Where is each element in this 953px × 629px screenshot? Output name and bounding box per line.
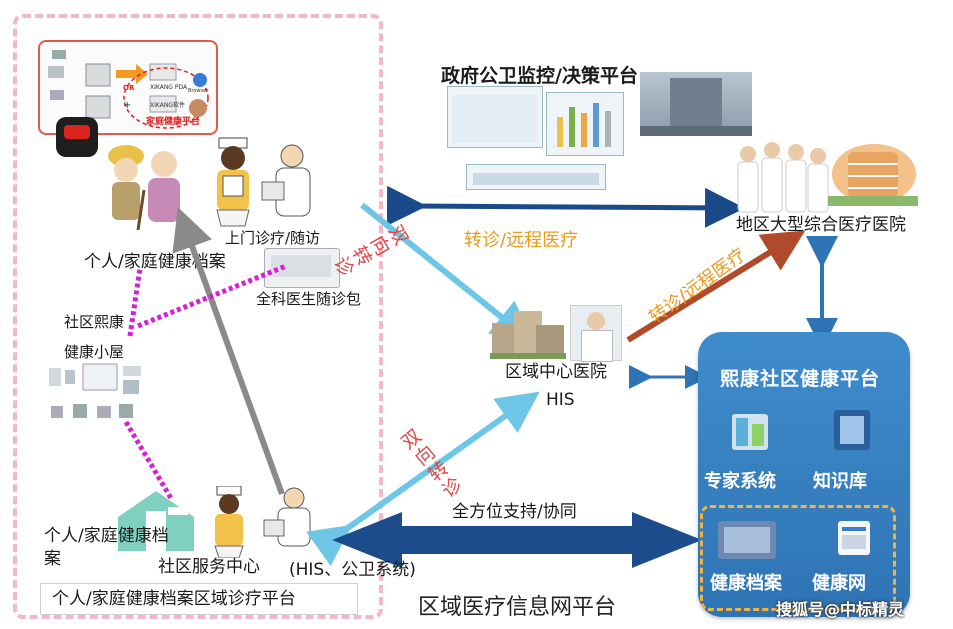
dotted-link-b xyxy=(137,263,287,329)
browser-icon xyxy=(193,73,207,87)
device-icon-c xyxy=(97,406,111,418)
thermometer-icon xyxy=(123,366,141,376)
monitor-chart-thumbnail-3 xyxy=(466,164,606,190)
regional-hospital-label-line1: 区域中心医院 xyxy=(505,362,607,382)
large-hospital-label: 地区大型综合医疗医院 xyxy=(736,215,906,235)
expert-system-label: 专家系统 xyxy=(704,471,776,492)
user-avatar-icon xyxy=(189,99,207,117)
health-watch-icon xyxy=(56,117,98,157)
xikang-platform-panel xyxy=(698,332,910,617)
device-icon-a xyxy=(51,406,63,418)
medical-staff-photo xyxy=(737,142,829,213)
regional-hospital-building-icon xyxy=(490,311,566,359)
pda-cradle-icon xyxy=(85,63,111,87)
gray-link-arrow xyxy=(172,207,285,496)
doctor-illustration xyxy=(261,144,311,217)
community-building-icon xyxy=(118,491,194,551)
footer-box xyxy=(40,583,358,615)
scale-icon xyxy=(49,368,61,386)
doctor-illustration-bottom xyxy=(263,487,311,547)
hat-icon xyxy=(108,145,144,167)
kiosk-label-line1: 社区熙康 xyxy=(64,313,125,331)
health-record-icon xyxy=(718,521,776,559)
referral-remote-label-top: 转诊/远程医疗 xyxy=(464,230,579,251)
bp-cuff-icon xyxy=(123,380,139,394)
browser-label: Browser xyxy=(188,88,209,94)
health-record-label: 健康档案 xyxy=(710,573,782,594)
support-label: 全方位支持/协同 xyxy=(452,502,577,522)
large-hospital-building-icon xyxy=(828,144,918,206)
referral-arrow-diagonal xyxy=(626,230,806,343)
device-inset-graphic xyxy=(48,50,209,129)
dotted-link-c xyxy=(123,420,175,502)
referral-arrow-top xyxy=(386,185,745,228)
elderly-couple-illustration xyxy=(108,145,180,231)
regional-doctor-photo xyxy=(570,305,622,362)
software-screen-icon xyxy=(149,95,177,113)
glucose-meter-icon xyxy=(50,90,64,100)
plus-label: + xyxy=(123,100,132,111)
health-web-icon xyxy=(838,521,870,555)
regional-hospital-label-line2: HIS xyxy=(546,390,575,410)
meter-icon xyxy=(65,370,75,384)
monitor-chart-thumbnail-1 xyxy=(447,86,543,148)
community-center-label: 社区服务中心 xyxy=(158,557,260,577)
watermark: 搜狐号@中标精灵 xyxy=(776,600,905,619)
his-system-label: (HIS、公卫系统) xyxy=(289,560,416,580)
government-building-photo xyxy=(640,72,752,136)
family-record-label-top: 个人/家庭健康档案 xyxy=(84,252,226,272)
kiosk-label-line2: 健康小屋 xyxy=(64,343,125,361)
device-icon-b xyxy=(73,404,87,418)
pda-device-icon xyxy=(149,63,177,81)
kiosk-devices-cluster xyxy=(49,363,141,418)
expert-system-icon xyxy=(732,414,768,450)
health-web-label: 健康网 xyxy=(812,573,866,594)
footer-label: 个人/家庭健康档案区域诊疗平台 xyxy=(52,589,296,609)
family-record-label-bottom-line1: 个人/家庭健康档 xyxy=(44,526,169,546)
support-double-arrow xyxy=(332,512,702,568)
health-station-icon xyxy=(82,363,118,391)
oximeter-icon xyxy=(52,50,66,59)
pda-cradle-icon-2 xyxy=(85,95,111,119)
family-health-platform-label: 家庭健康平台 xyxy=(146,117,201,127)
nurse-illustration xyxy=(216,137,250,227)
family-record-label-bottom-line2: 案 xyxy=(44,549,61,569)
or-label: OR xyxy=(123,84,135,92)
device-icon-d xyxy=(119,404,133,418)
orange-arrow-icon xyxy=(116,64,148,84)
two-way-referral-arrow-top xyxy=(360,202,535,344)
network-platform-title: 区域医疗信息网平台 xyxy=(418,595,617,620)
knowledge-base-icon xyxy=(834,410,870,450)
platform-title: 熙康社区健康平台 xyxy=(720,368,881,390)
family-platform-oval xyxy=(123,67,209,129)
software-brand-label: XIKANG软件 xyxy=(150,102,185,109)
two-way-referral-arrow-bottom xyxy=(306,391,540,567)
home-visit-label: 上门诊疗/随访 xyxy=(225,229,321,247)
monitor-chart-thumbnail-2 xyxy=(546,92,624,156)
dotted-link-a xyxy=(127,267,143,337)
gov-platform-title: 政府公卫监控/决策平台 xyxy=(441,65,638,87)
knowledge-base-label: 知识库 xyxy=(813,471,867,492)
family-platform-frame xyxy=(13,14,383,619)
nurse-illustration-bottom xyxy=(214,486,244,558)
pda-brand-label: XIKANG PDA xyxy=(150,84,188,91)
bp-monitor-icon xyxy=(48,66,64,78)
platform-records-box xyxy=(700,505,896,611)
gp-kit-label: 全科医生随诊包 xyxy=(256,290,362,308)
